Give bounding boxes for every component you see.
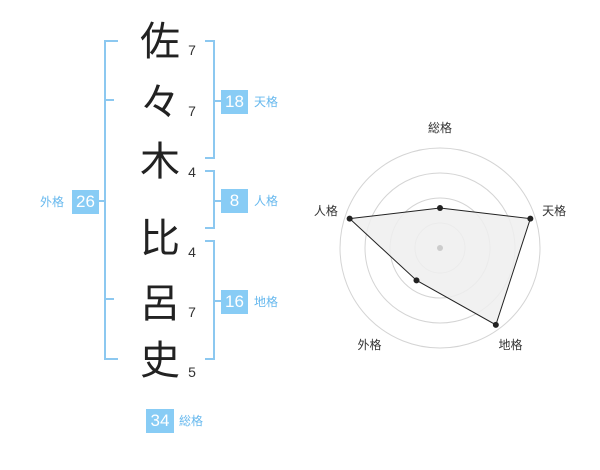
tenkaku-value: 18: [221, 90, 248, 114]
stroke-count-4: 4: [188, 244, 196, 260]
radar-point-2: [527, 215, 534, 222]
radar-point-1: [437, 205, 443, 211]
gaikaku-label: 外格: [40, 195, 65, 209]
radar-axis-label-2: 天格: [542, 203, 566, 218]
name-char-1: 佐: [140, 19, 180, 65]
radar-axis-label-1: 総格: [428, 120, 452, 135]
name-char-2: 々: [140, 80, 180, 126]
name-char-5: 呂: [140, 281, 180, 327]
stroke-count-6: 5: [188, 364, 196, 380]
name-char-6: 史: [140, 338, 180, 384]
name-char-3: 木: [140, 139, 180, 185]
name-char-4: 比: [140, 216, 180, 262]
soukaku-value: 34: [146, 409, 174, 433]
radar-axis-label-5: 人格: [314, 203, 338, 218]
jinkaku-value: 8: [221, 189, 248, 213]
stroke-count-3: 4: [188, 164, 196, 180]
chikaku-label: 地格: [254, 295, 279, 309]
radar-axis-label-3: 地格: [499, 337, 523, 352]
radar-point-4: [413, 277, 420, 284]
tenkaku-label: 天格: [254, 95, 279, 109]
chikaku-value: 16: [221, 290, 248, 314]
stroke-count-1: 7: [188, 42, 196, 58]
radar-center-point: [437, 245, 443, 251]
gaikaku-value: 26: [72, 190, 99, 214]
radar-ring: [339, 147, 541, 349]
stroke-count-5: 7: [188, 304, 196, 320]
radar-point-3: [492, 321, 499, 328]
stroke-count-2: 7: [188, 103, 196, 119]
jinkaku-label: 人格: [254, 194, 279, 208]
radar-series-area: [348, 207, 532, 326]
soukaku-label: 総格: [179, 414, 204, 428]
radar-axis-label-4: 外格: [357, 337, 381, 352]
radar-point-5: [346, 215, 353, 222]
